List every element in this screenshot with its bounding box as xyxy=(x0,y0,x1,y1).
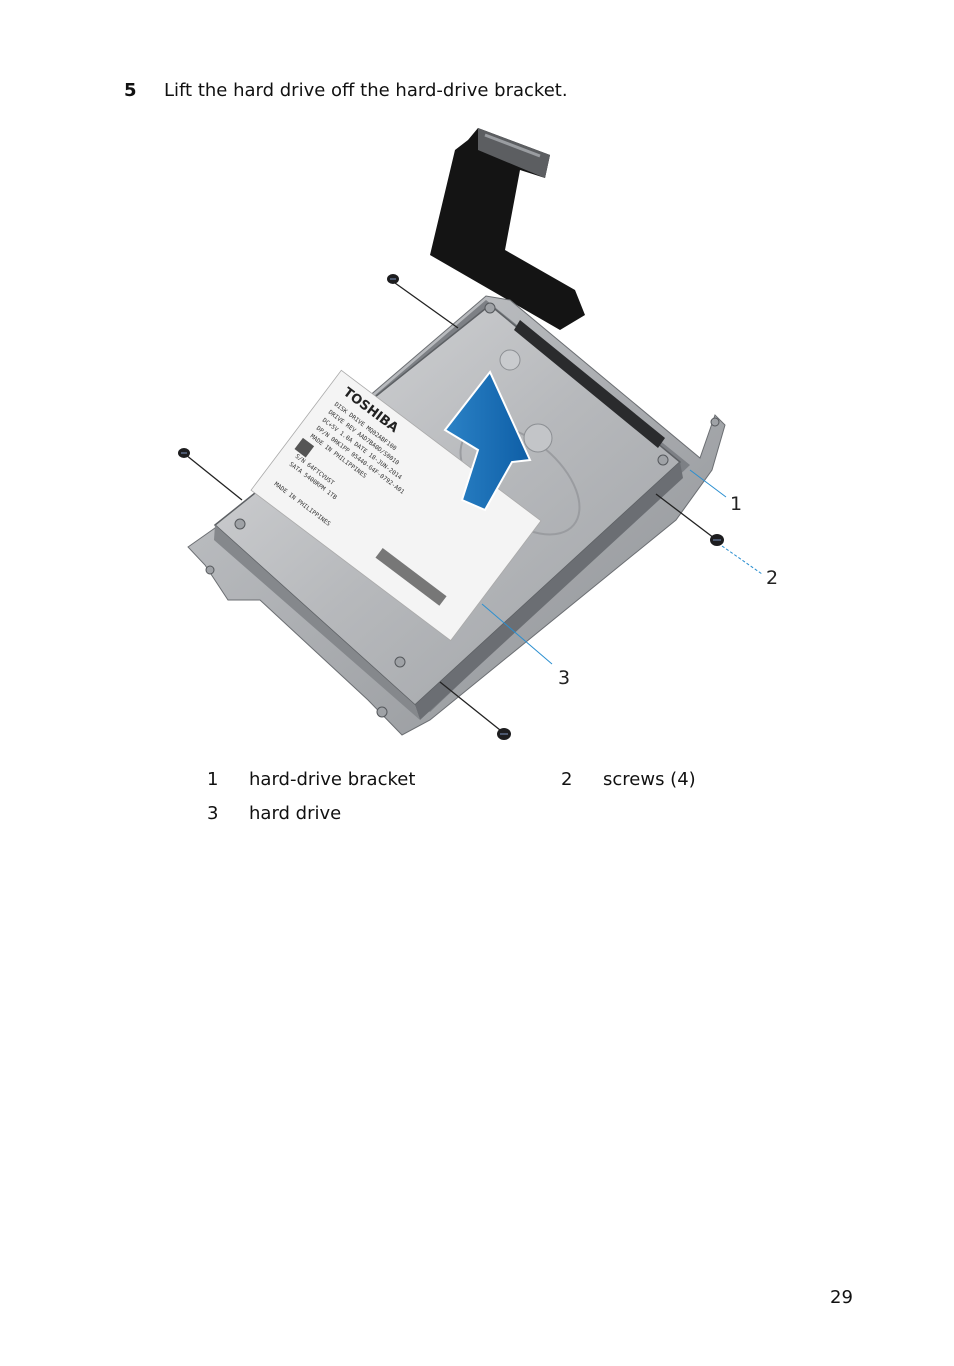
callout-legend: 1 hard-drive bracket 2 screws (4) 3 hard… xyxy=(207,762,696,830)
page-number: 29 xyxy=(830,1287,853,1308)
legend-number: 2 xyxy=(561,768,573,790)
drive-label: TOSHIBA DISK DRIVE MQ02ABF100 DRIVE REV … xyxy=(250,369,542,642)
callout-1: 1 xyxy=(730,493,742,515)
screws xyxy=(178,274,724,740)
step-number: 5 xyxy=(124,80,137,101)
callout-leader-2 xyxy=(721,545,763,575)
legend-row: 3 hard drive xyxy=(207,796,696,830)
cable xyxy=(430,128,585,330)
step-instruction: 5 Lift the hard drive off the hard-drive … xyxy=(124,80,568,101)
callout-leader-3 xyxy=(481,603,553,665)
legend-row: 1 hard-drive bracket 2 screws (4) xyxy=(207,762,696,796)
legend-label: hard-drive bracket xyxy=(249,768,416,790)
callout-3: 3 xyxy=(558,667,570,689)
screw-icon xyxy=(387,274,399,284)
hard-drive-illustration: TOSHIBA DISK DRIVE MQ02ABF100 DRIVE REV … xyxy=(178,128,778,740)
legend-label: hard drive xyxy=(249,802,342,824)
callout-leader-1 xyxy=(689,469,727,498)
lift-arrow xyxy=(443,370,532,512)
barcode xyxy=(375,548,447,606)
step-text: Lift the hard drive off the hard-drive b… xyxy=(164,80,568,101)
screw-icon xyxy=(178,448,190,458)
legend-number: 3 xyxy=(207,802,219,824)
qr-code xyxy=(294,437,315,458)
screw-icon xyxy=(497,728,511,740)
legend-label: screws (4) xyxy=(603,768,696,790)
screw-icon xyxy=(710,534,724,546)
legend-number: 1 xyxy=(207,768,219,790)
callout-2: 2 xyxy=(766,567,778,589)
